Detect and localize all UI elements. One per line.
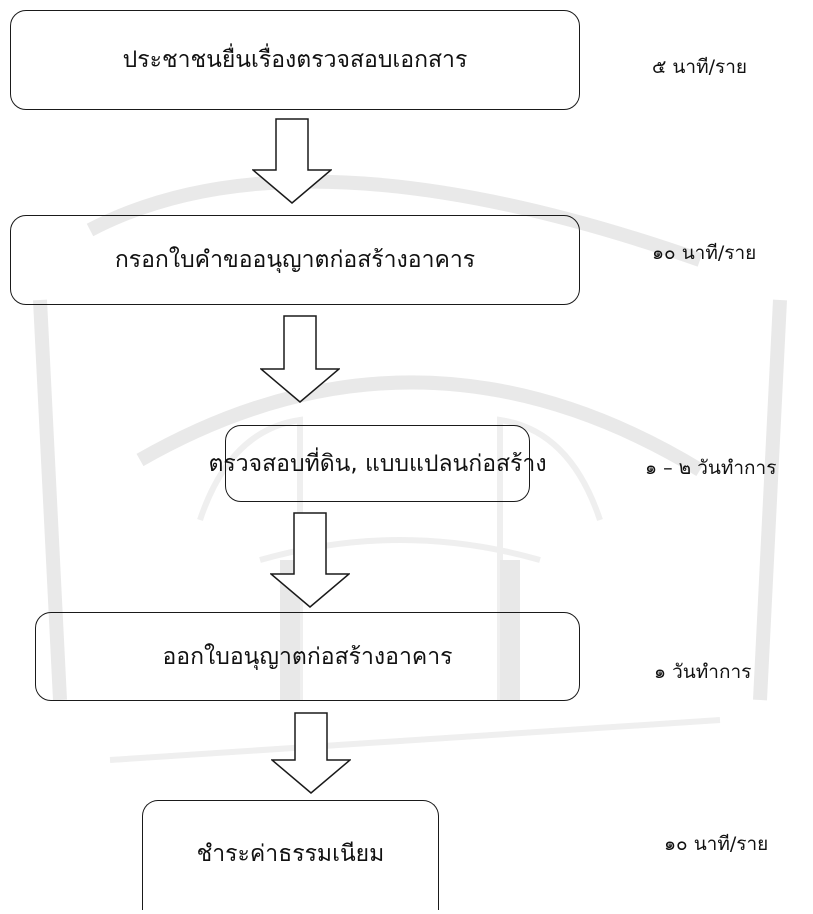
step-label: ออกใบอนุญาตก่อสร้างอาคาร <box>162 643 453 670</box>
step-time: ๕ นาที/ราย <box>652 56 748 78</box>
down-arrow-icon <box>270 512 350 608</box>
step-time: ๑๐ นาที/ราย <box>652 242 757 264</box>
step-label: ตรวจสอบที่ดิน, แบบแปลนก่อสร้าง <box>208 450 547 477</box>
step-box-5: ชำระค่าธรรมเนียม <box>142 800 439 910</box>
down-arrow-icon <box>260 315 340 403</box>
step-time: ๑ วันทำการ <box>654 661 752 683</box>
step-box-2: กรอกใบคำขออนุญาตก่อสร้างอาคาร <box>10 215 580 305</box>
step-label: ชำระค่าธรรมเนียม <box>196 841 385 867</box>
step-time: ๑ – ๒ วันทำการ <box>645 457 777 479</box>
step-box-4: ออกใบอนุญาตก่อสร้างอาคาร <box>35 612 580 701</box>
down-arrow-icon <box>252 118 332 204</box>
step-label: กรอกใบคำขออนุญาตก่อสร้างอาคาร <box>114 247 476 273</box>
down-arrow-icon <box>271 712 351 794</box>
step-label: ประชาชนยื่นเรื่องตรวจสอบเอกสาร <box>122 47 468 73</box>
step-box-1: ประชาชนยื่นเรื่องตรวจสอบเอกสาร <box>10 10 580 110</box>
step-box-3: ตรวจสอบที่ดิน, แบบแปลนก่อสร้าง <box>208 425 547 502</box>
step-time: ๑๐ นาที/ราย <box>664 833 769 855</box>
